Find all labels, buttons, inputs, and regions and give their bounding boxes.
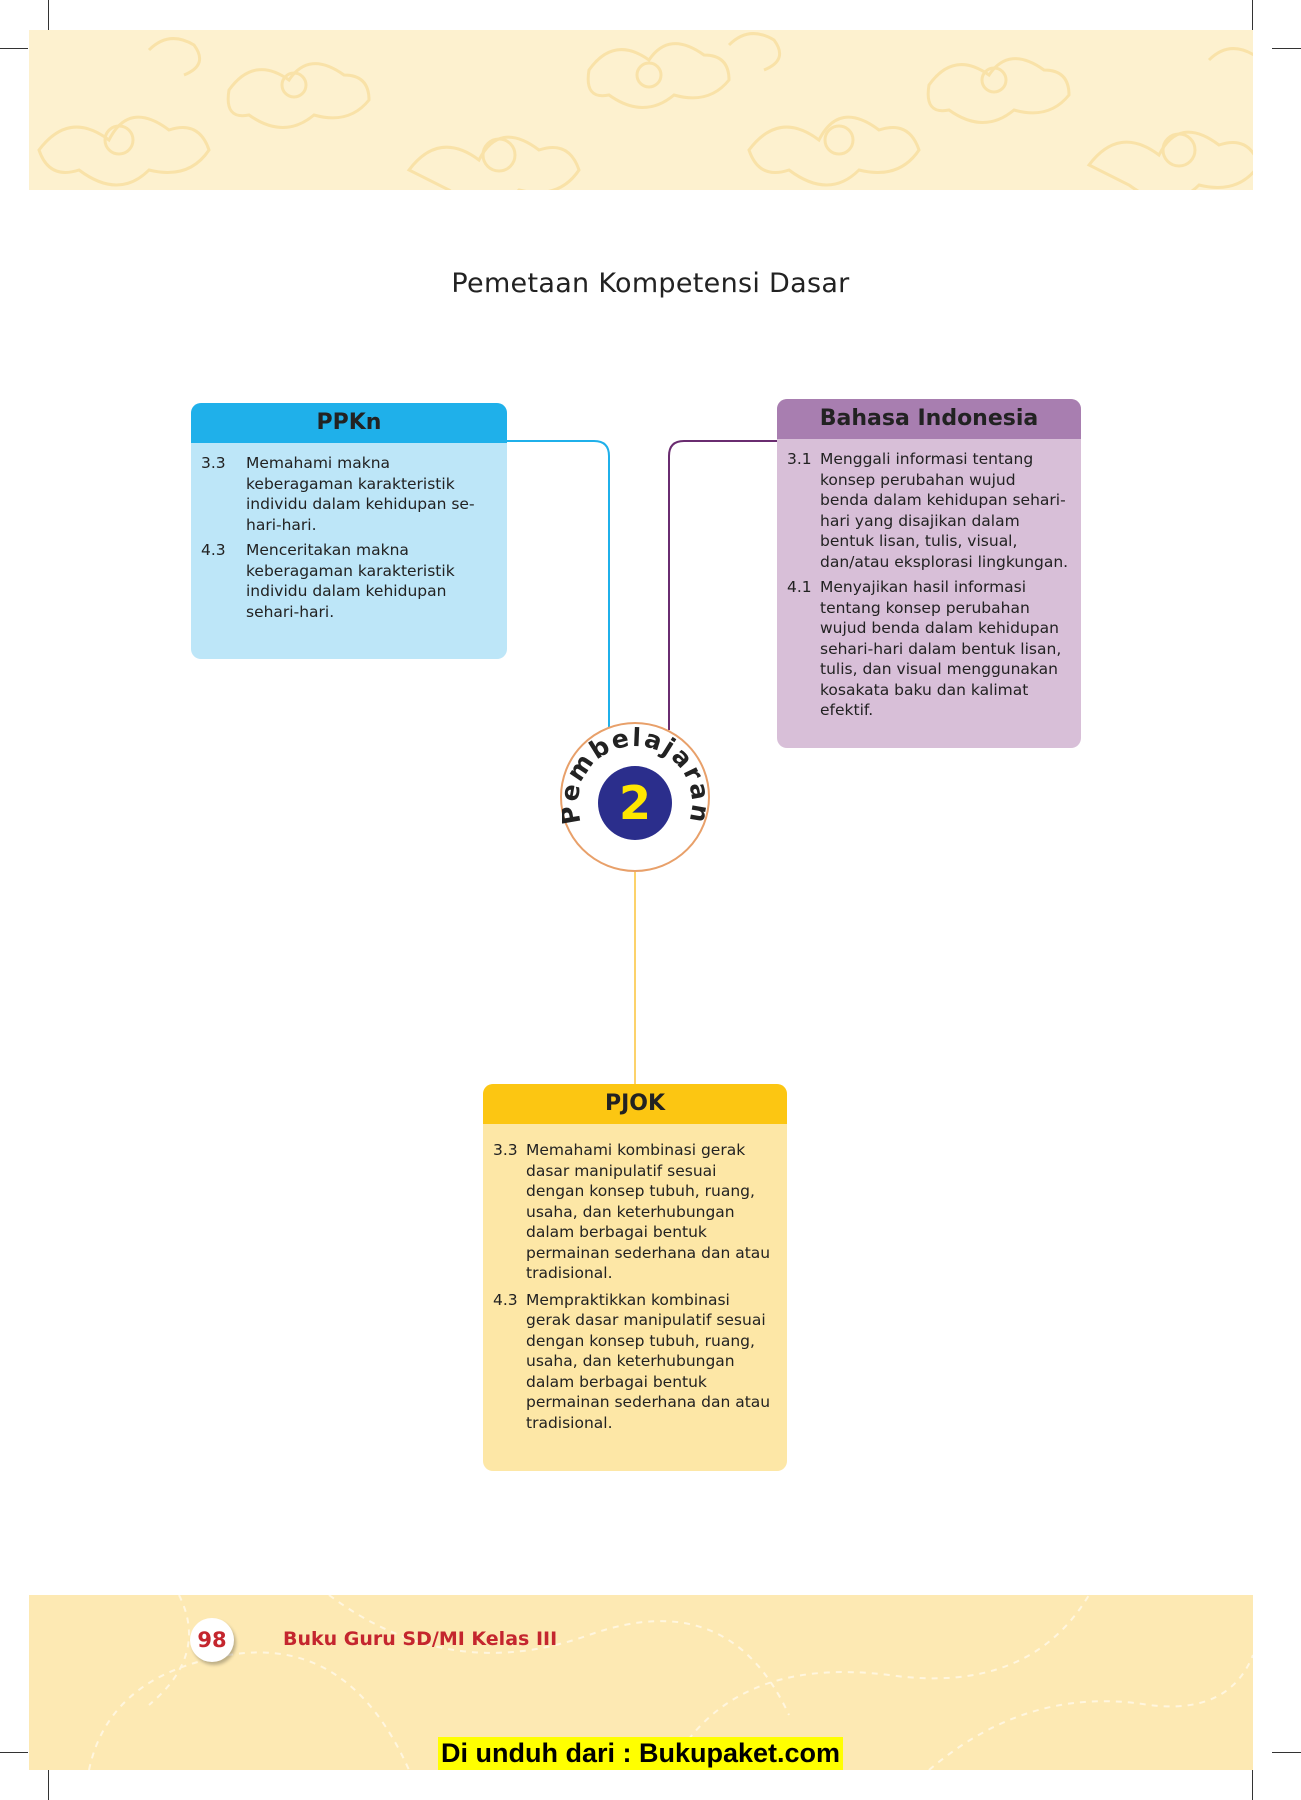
competency-number: 4.3: [493, 1290, 518, 1309]
bahasa-indonesia-title: Bahasa Indonesia: [777, 399, 1081, 439]
competency-number: 4.1: [787, 578, 812, 596]
list-item: 3.3 Memahami kombinasi gerak dasar manip…: [493, 1140, 775, 1284]
crop-mark: [1272, 48, 1301, 49]
badge-number: 2: [619, 776, 651, 830]
competency-text: Menceritakan makna keberagaman karakteri…: [246, 541, 455, 621]
competency-number: 4.3: [201, 541, 226, 559]
connector-bahasa-indonesia: [668, 440, 777, 730]
competency-text: Menggali informasi tentang konsep peruba…: [820, 450, 1069, 571]
pjok-box: PJOK 3.3 Memahami kombinasi gerak dasar …: [483, 1084, 787, 1471]
page-number: 98: [190, 1618, 234, 1662]
crop-mark: [0, 48, 28, 49]
download-source-banner: Di unduh dari : Bukupaket.com: [438, 1737, 844, 1770]
list-item: 3.1 Menggali informasi tentang konsep pe…: [787, 449, 1069, 572]
crop-mark: [1252, 0, 1253, 30]
badge-number-circle: [598, 766, 672, 840]
badge-graphic: Pembelajaran 2: [562, 724, 708, 840]
pembelajaran-badge: Pembelajaran 2: [560, 722, 710, 872]
crop-mark: [48, 1770, 49, 1800]
page-title: Pemetaan Kompetensi Dasar: [451, 268, 850, 299]
header-decoration: [29, 30, 1253, 190]
cloud-pattern: [37, 32, 1253, 190]
competency-number: 3.1: [787, 450, 812, 468]
list-item: 3.3 Memahami makna keberagaman karakteri…: [201, 453, 495, 535]
competency-text: Memahami makna keberagaman karakteristik…: [246, 454, 475, 534]
list-item: 4.3 Mempraktikkan kombinasi gerak dasar …: [493, 1290, 775, 1434]
bahasa-indonesia-box: Bahasa Indonesia 3.1 Menggali informasi …: [777, 399, 1081, 748]
connector-ppkn: [507, 440, 610, 730]
list-item: 4.3 Menceritakan makna keberagaman karak…: [201, 540, 495, 622]
book-title: Buku Guru SD/MI Kelas III: [283, 1628, 558, 1650]
crop-mark: [48, 0, 49, 30]
competency-text: Menyajikan hasil informasi tentang konse…: [820, 578, 1062, 719]
competency-text: Mempraktikkan kombinasi gerak dasar mani…: [526, 1290, 771, 1432]
ppkn-title: PPKn: [191, 403, 507, 443]
competency-number: 3.3: [201, 454, 226, 472]
footer-pattern: [88, 1595, 1253, 1770]
list-item: 4.1 Menyajikan hasil informasi tentang k…: [787, 577, 1069, 721]
ppkn-box: PPKn 3.3 Memahami makna keberagaman kara…: [191, 403, 507, 659]
pjok-title: PJOK: [483, 1084, 787, 1124]
competency-number: 3.3: [493, 1141, 518, 1159]
crop-mark: [0, 1752, 28, 1753]
crop-mark: [1252, 1770, 1253, 1800]
crop-mark: [1272, 1752, 1301, 1753]
competency-text: Memahami kombinasi gerak dasar manipulat…: [526, 1141, 771, 1282]
